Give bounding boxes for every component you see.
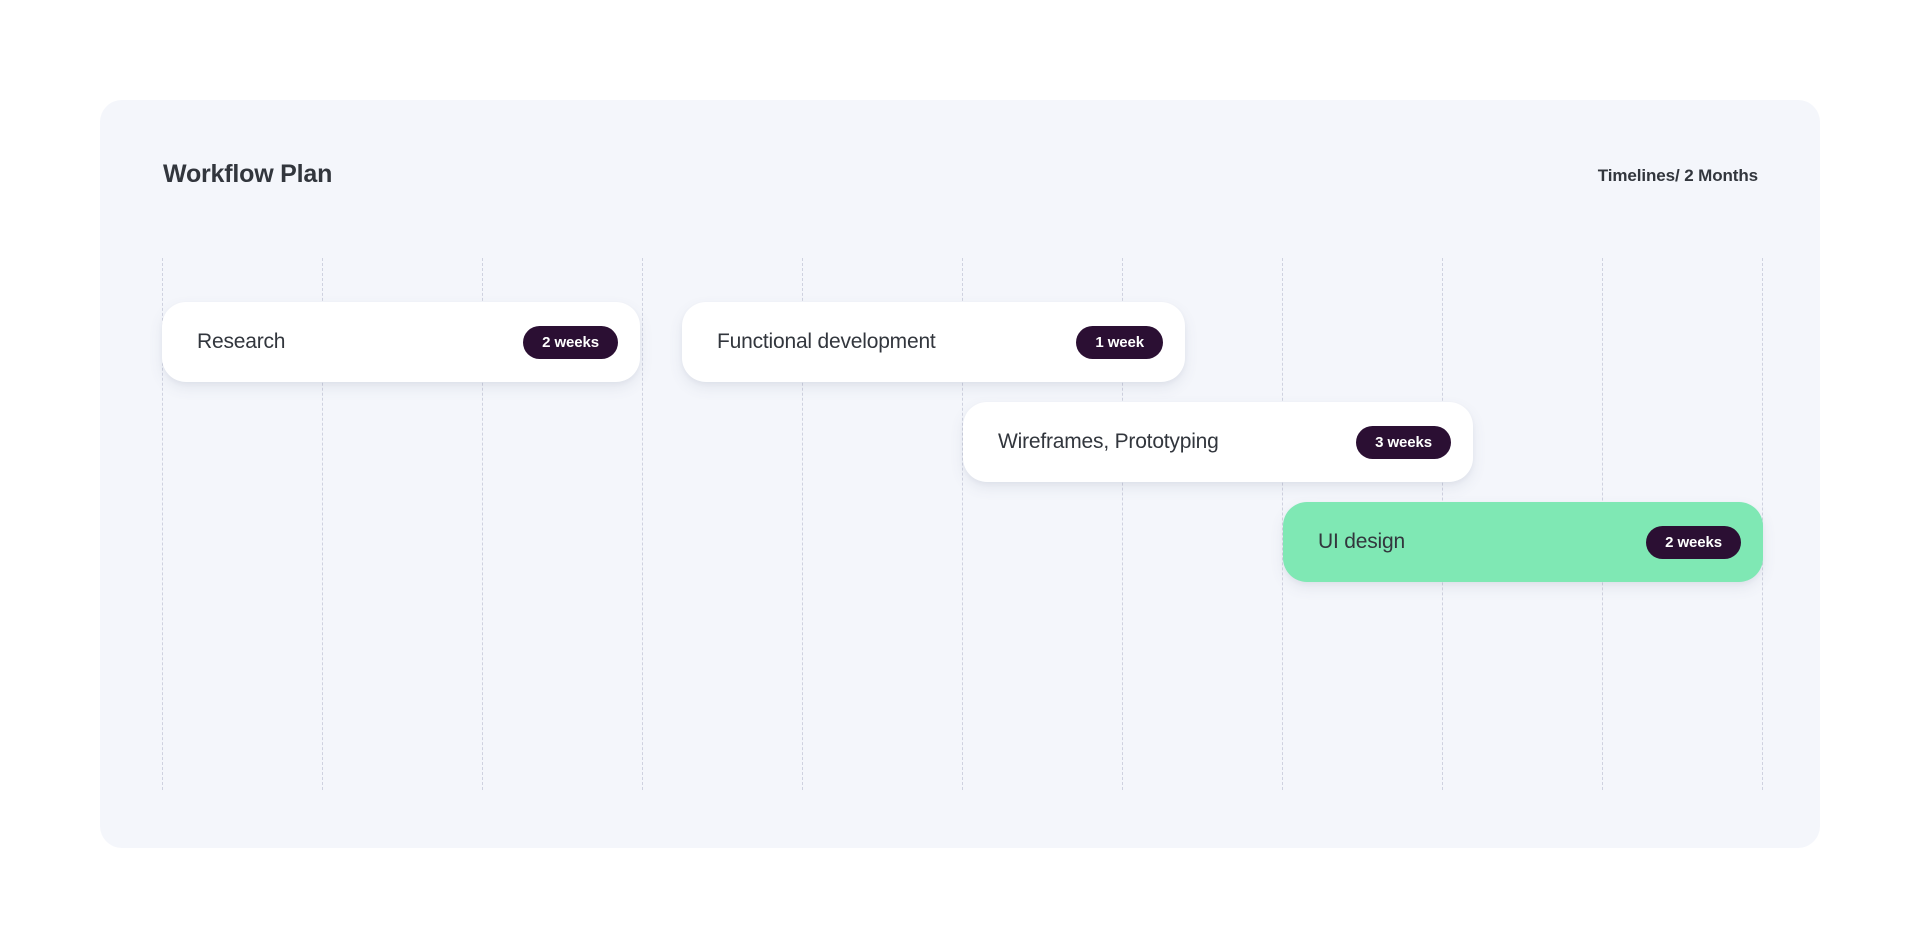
gridline-2	[482, 258, 483, 790]
task-label: Wireframes, Prototyping	[998, 430, 1219, 453]
task-bar[interactable]: UI design 2 weeks	[1283, 502, 1763, 582]
gridline-7	[1282, 258, 1283, 790]
task-label: Research	[197, 330, 286, 353]
task-duration-badge: 2 weeks	[523, 325, 618, 359]
page-title: Workflow Plan	[163, 160, 333, 188]
gridline-5	[962, 258, 963, 790]
gantt-bars-area: Research 2 weeks Functional development 1 w…	[100, 258, 1820, 790]
task-label: Functional development	[717, 330, 936, 353]
task-label: UI design	[1318, 530, 1405, 553]
task-duration-badge: 3 weeks	[1356, 425, 1451, 459]
gridline-6	[1122, 258, 1123, 790]
gridline-4	[802, 258, 803, 790]
task-bar[interactable]: Functional development 1 week	[682, 302, 1185, 382]
workflow-plan-panel: Workflow Plan Timelines/ 2 Months Resear…	[100, 100, 1820, 848]
gridline-3	[642, 258, 643, 790]
panel-header: Workflow Plan Timelines/ 2 Months	[100, 100, 1820, 220]
timeline-range-label: Timelines/ 2 Months	[1597, 166, 1758, 185]
gridline-1	[322, 258, 323, 790]
task-duration-badge: 2 weeks	[1646, 525, 1741, 559]
task-duration-badge: 1 week	[1076, 325, 1163, 359]
task-bar[interactable]: Research 2 weeks	[162, 302, 640, 382]
gridline-0	[162, 258, 163, 790]
task-bar[interactable]: Wireframes, Prototyping 3 weeks	[963, 402, 1473, 482]
